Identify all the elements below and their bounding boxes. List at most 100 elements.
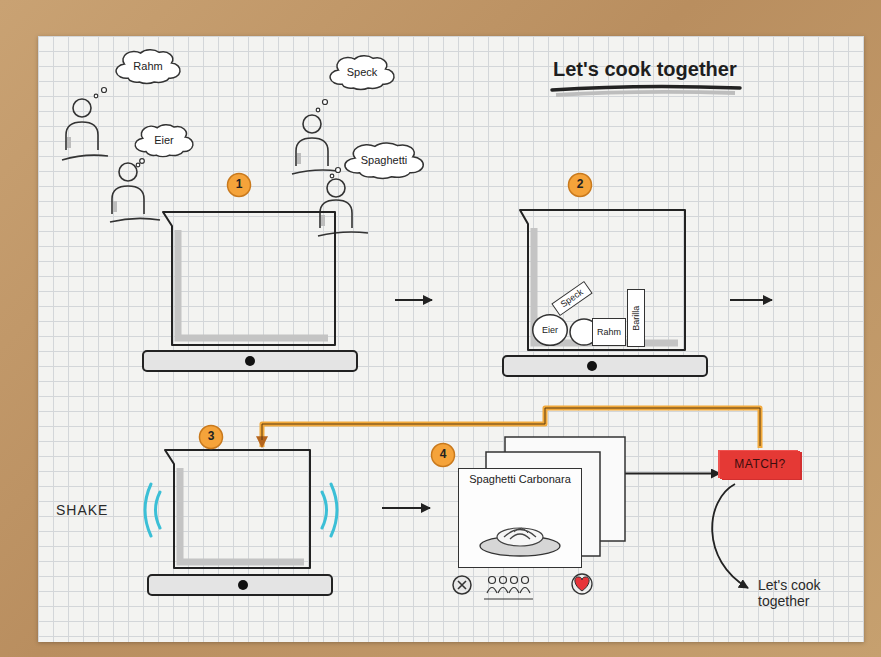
person-body xyxy=(296,138,328,166)
people-icon xyxy=(487,588,497,594)
thought-dot xyxy=(140,159,145,164)
table-line xyxy=(318,232,368,236)
thought-dot xyxy=(330,174,334,178)
node-text: Rahm xyxy=(597,327,621,337)
people-icon xyxy=(509,588,519,594)
pasta-swirl xyxy=(510,534,530,539)
people-icon xyxy=(520,588,530,594)
people-icon xyxy=(498,588,508,594)
flow-arrow xyxy=(395,299,432,301)
thought-dot xyxy=(336,168,341,173)
person-shading xyxy=(321,215,325,226)
egg-ingredient: Eier xyxy=(532,314,568,346)
result-label: Let's cook together xyxy=(758,577,840,609)
thought-dot xyxy=(136,163,140,167)
thought-dot xyxy=(323,100,328,105)
node-text: Eier xyxy=(154,134,174,147)
person-shading xyxy=(67,137,71,148)
number-circle xyxy=(431,443,454,466)
node-text: Barilla xyxy=(631,305,641,330)
shake-wave xyxy=(156,492,161,528)
recipe-card: Spaghetti Carbonara xyxy=(458,468,582,568)
flow-arrow xyxy=(382,507,430,509)
blender-base xyxy=(148,575,332,595)
number-circle xyxy=(199,425,222,448)
title-underline xyxy=(552,86,740,90)
ingredient-box: Rahm xyxy=(592,318,626,346)
thought-bubble: Speck xyxy=(331,53,393,91)
step-number: 2 xyxy=(568,173,592,197)
table-line xyxy=(292,170,338,174)
people-icon xyxy=(500,577,507,584)
people-underline xyxy=(484,598,533,599)
title: Let's cook together xyxy=(553,58,737,81)
person-body xyxy=(66,122,98,150)
person-head xyxy=(303,115,321,133)
thought-bubble: Rahm xyxy=(117,47,179,85)
people-icon xyxy=(489,577,496,584)
blender-base xyxy=(503,356,707,376)
blender-button xyxy=(245,356,255,366)
bubble-outline xyxy=(345,143,423,178)
node-text: Speck xyxy=(347,66,378,79)
shake-wave xyxy=(331,484,337,536)
result-arrow xyxy=(712,484,748,588)
bubble-outline xyxy=(116,50,180,84)
table-line xyxy=(110,218,160,222)
step-number: 3 xyxy=(199,425,223,449)
table-line xyxy=(62,155,108,160)
number-circle xyxy=(568,173,591,196)
people-icon xyxy=(522,577,529,584)
person-shading xyxy=(297,153,301,164)
thought-dot xyxy=(94,94,98,98)
callout-number: 1 xyxy=(236,178,243,192)
bubble-outline xyxy=(330,56,394,90)
pasta-swirl xyxy=(514,528,528,533)
person-head xyxy=(73,99,91,117)
step-number: 1 xyxy=(227,173,251,197)
reject-cross xyxy=(458,581,466,589)
thought-bubble: Eier xyxy=(136,122,192,158)
person-head xyxy=(119,163,137,181)
blender-button xyxy=(238,580,248,590)
egg-outline xyxy=(533,315,568,346)
shake-wave xyxy=(322,492,327,528)
action-label: SHAKE xyxy=(56,502,108,518)
callout-number: 2 xyxy=(577,178,584,192)
blender-jar xyxy=(163,212,335,345)
thought-dot xyxy=(102,88,107,93)
underline-shadow xyxy=(556,92,735,95)
person-body xyxy=(112,186,144,214)
thought-bubble: Spaghetti xyxy=(346,140,422,180)
match-badge: MATCH? xyxy=(720,451,800,479)
node-text: Spaghetti xyxy=(361,154,407,167)
heart-icon xyxy=(575,577,589,591)
jar-shading xyxy=(178,230,328,338)
like-button xyxy=(572,574,592,594)
number-circle xyxy=(227,173,250,196)
blender-base xyxy=(143,351,357,371)
card-fill xyxy=(458,468,582,568)
flow-arrow xyxy=(730,299,772,301)
node-text: Eier xyxy=(542,325,558,335)
reject-button xyxy=(453,576,471,594)
person-shading xyxy=(113,201,117,212)
blender-jar xyxy=(165,450,310,568)
jar-shading xyxy=(180,468,304,562)
step-number: 4 xyxy=(431,443,455,467)
blender-button xyxy=(587,361,597,371)
people-icon xyxy=(511,577,518,584)
bubble-outline xyxy=(135,125,193,157)
pasta xyxy=(497,528,543,546)
pasta-swirl xyxy=(504,530,536,538)
person-head xyxy=(327,179,345,197)
thought-dot xyxy=(316,108,320,112)
pasta-box: Barilla xyxy=(627,289,645,347)
node-text: Rahm xyxy=(133,60,162,73)
node-text: MATCH? xyxy=(734,458,785,472)
node-text: Spaghetti Carbonara xyxy=(469,473,571,486)
callout-number: 4 xyxy=(440,448,447,462)
blender-jar xyxy=(520,210,685,350)
